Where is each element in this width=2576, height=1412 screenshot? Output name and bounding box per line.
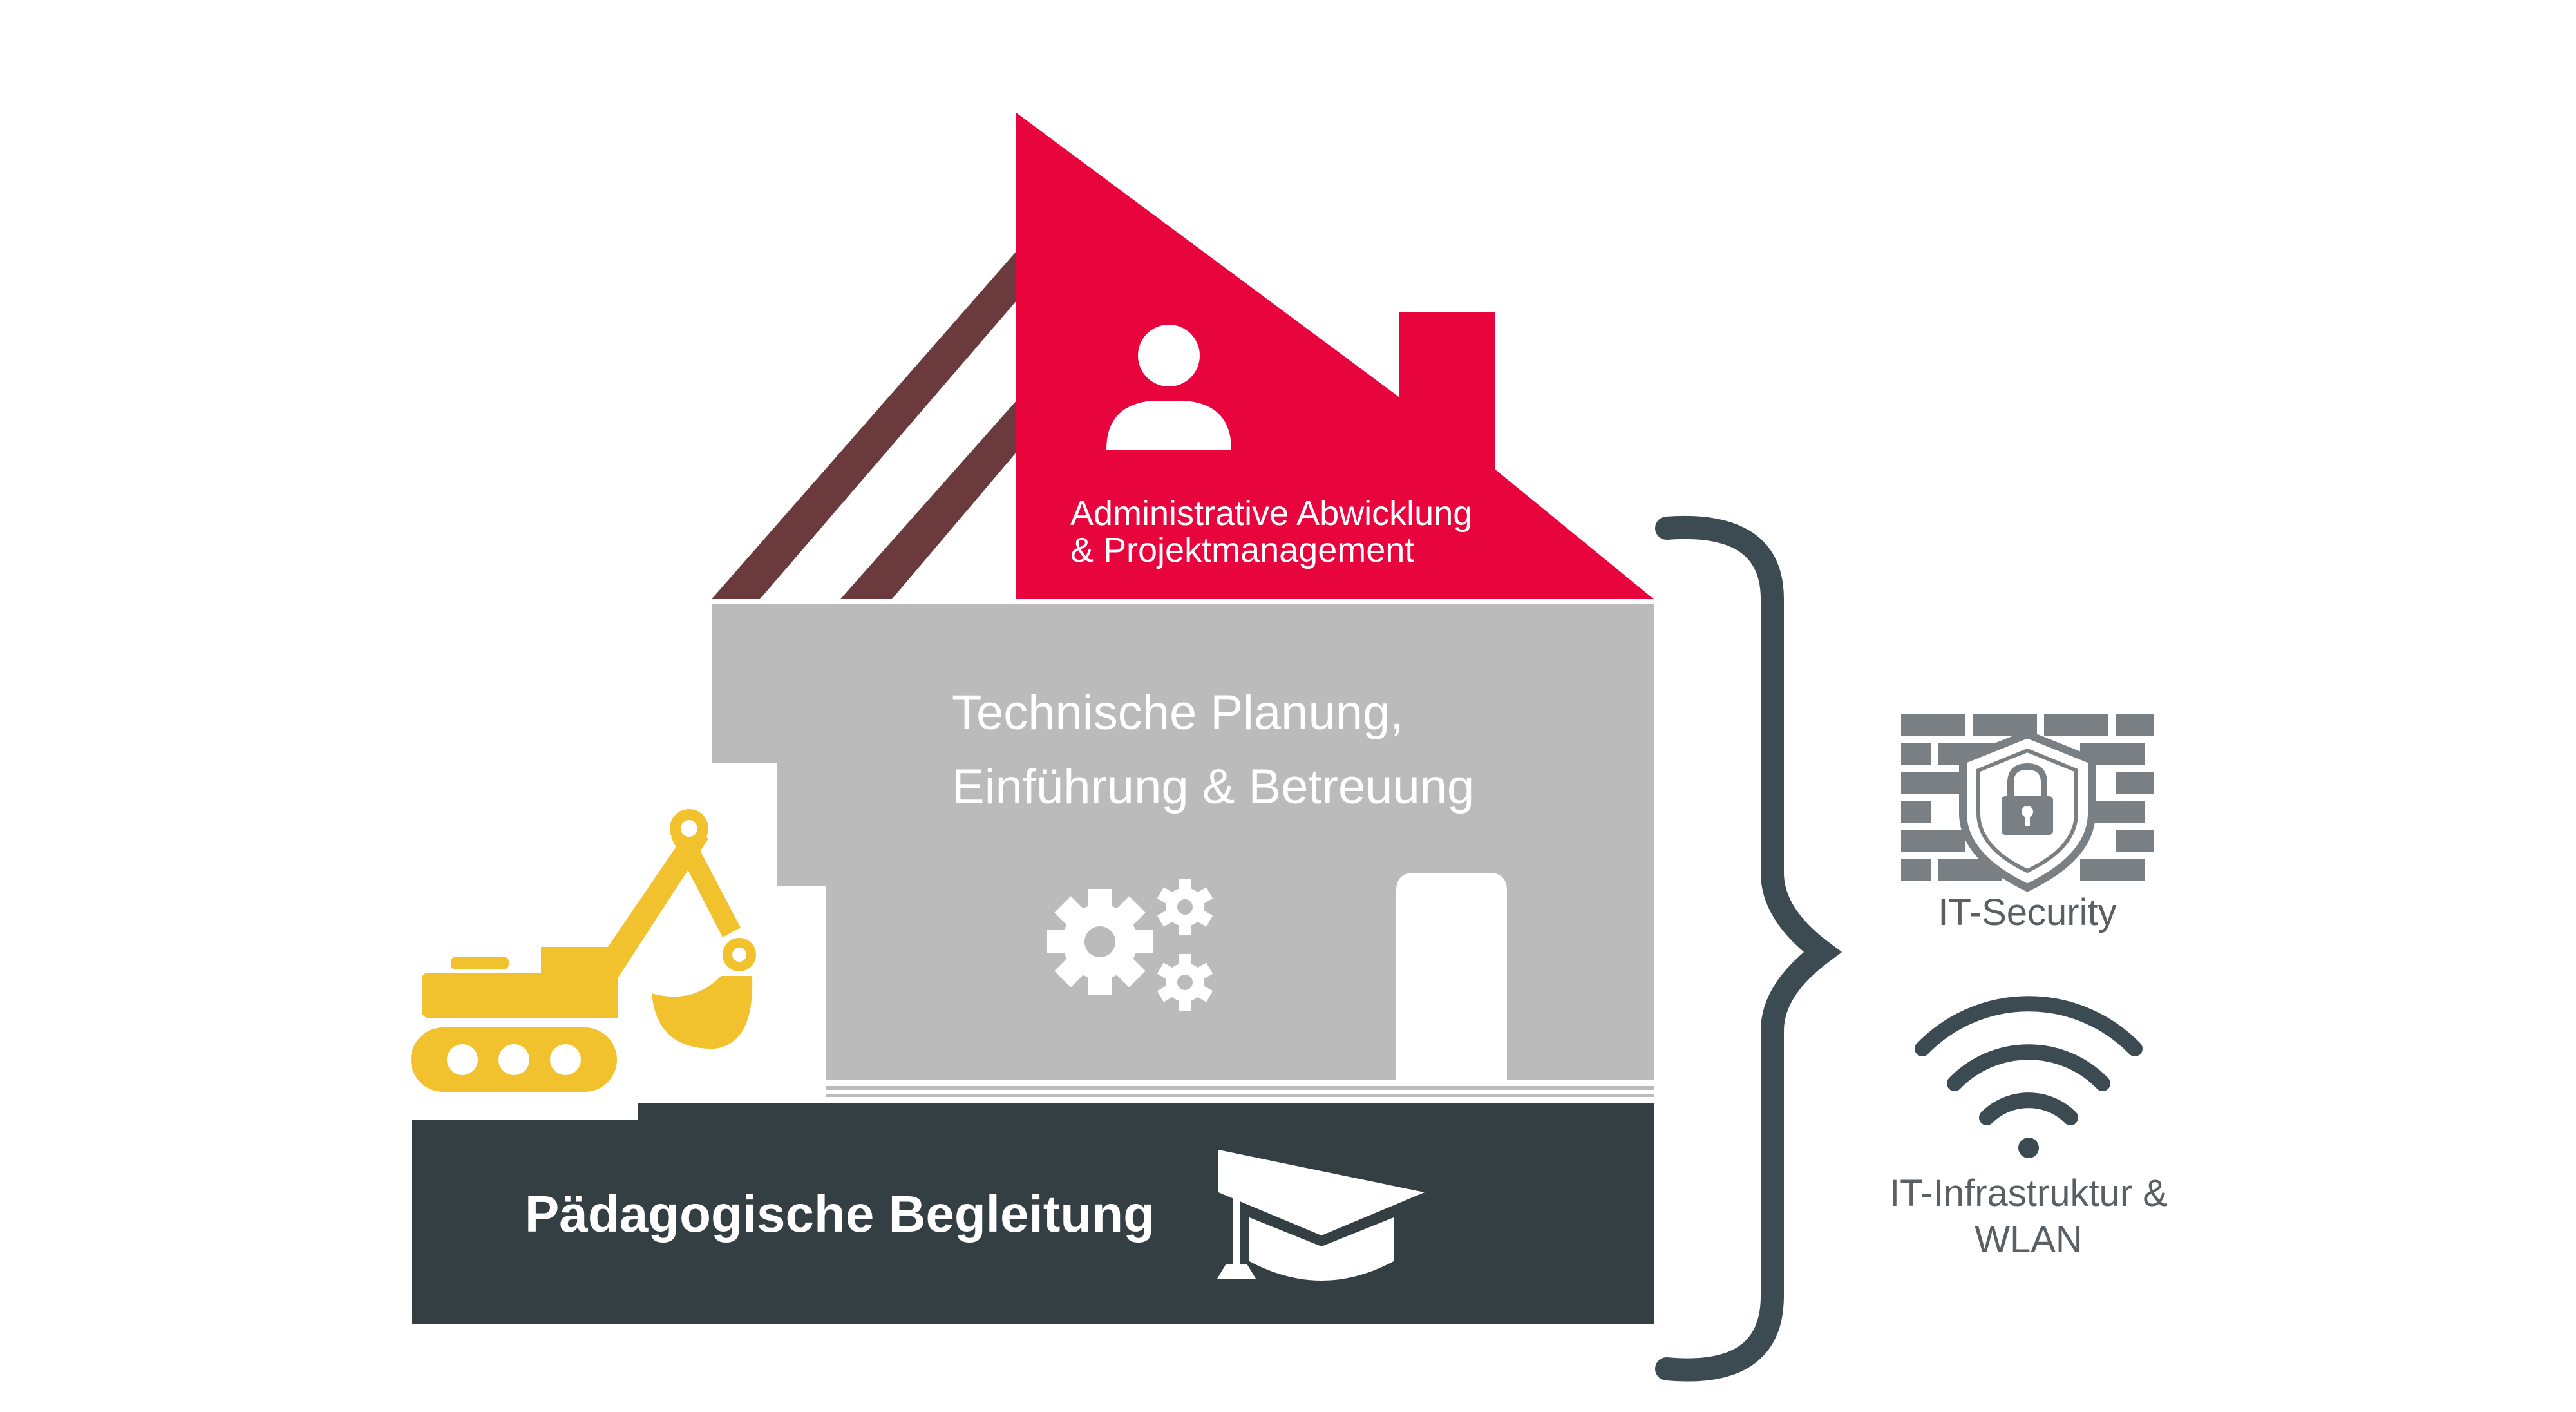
wifi-icon bbox=[1915, 996, 2143, 1158]
firewall-shield-icon bbox=[1901, 714, 2154, 892]
excavator-icon bbox=[411, 809, 756, 1092]
roof-label-line2: & Projektmanagement bbox=[1070, 531, 1414, 569]
foundation-label: Pädagogische Begleitung bbox=[525, 1185, 1155, 1243]
gears-icon bbox=[1047, 879, 1213, 1011]
side-item-infra-label-line1: IT-Infrastruktur & bbox=[1889, 1172, 2168, 1214]
building-label-line1: Technische Planung, bbox=[952, 685, 1403, 740]
side-item-infra-label-line2: WLAN bbox=[1975, 1219, 2083, 1261]
side-item-security-label: IT-Security bbox=[1938, 892, 2116, 933]
roof-beams bbox=[712, 250, 1018, 599]
floor-lines bbox=[826, 1086, 1654, 1097]
graduation-cap-icon bbox=[1217, 1150, 1425, 1281]
building-label-line2: Einführung & Betreuung bbox=[952, 759, 1474, 814]
user-icon bbox=[1106, 325, 1231, 450]
roof-label-line1: Administrative Abwicklung bbox=[1070, 494, 1472, 533]
roof bbox=[1016, 113, 1654, 599]
door bbox=[1396, 873, 1507, 1080]
curly-brace bbox=[1655, 516, 1842, 1382]
